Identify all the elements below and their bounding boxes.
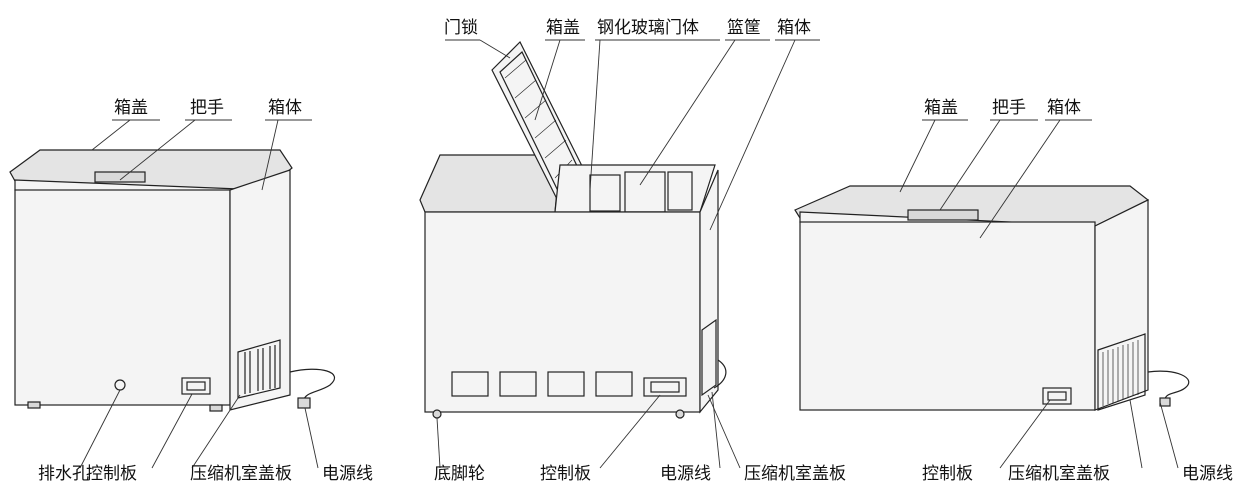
freezer-right-drawing: [794, 119, 1190, 469]
freezer-middle-drawing: [419, 39, 820, 469]
label-basket-middle: 篮筐: [727, 18, 761, 38]
label-control-middle: 控制板: [540, 464, 591, 484]
label-handle-left: 把手: [190, 98, 224, 118]
label-body-middle: 箱体: [777, 18, 811, 38]
label-glass-door-middle: 钢化玻璃门体: [597, 18, 699, 38]
label-lid-right: 箱盖: [924, 98, 958, 118]
label-control-right: 控制板: [922, 464, 973, 484]
label-power-cord-middle: 电源线: [660, 464, 711, 484]
label-control-left: 控制板: [86, 464, 137, 484]
label-lid-middle: 箱盖: [546, 18, 580, 38]
label-body-left: 箱体: [268, 98, 302, 118]
label-door-lock-middle: 门锁: [444, 18, 478, 38]
label-power-cord-left: 电源线: [322, 464, 373, 484]
label-lid-left: 箱盖: [114, 98, 148, 118]
label-caster-middle: 底脚轮: [434, 464, 485, 484]
label-body-right: 箱体: [1047, 98, 1081, 118]
label-handle-right: 把手: [992, 98, 1026, 118]
label-compressor-cover-left: 压缩机室盖板: [190, 464, 292, 484]
label-compressor-cover-middle: 压缩机室盖板: [744, 464, 846, 484]
label-drain-left: 排水孔: [38, 464, 89, 484]
label-compressor-cover-right: 压缩机室盖板: [1008, 464, 1110, 484]
freezer-left-drawing: [9, 119, 336, 469]
label-power-cord-right: 电源线: [1182, 464, 1233, 484]
